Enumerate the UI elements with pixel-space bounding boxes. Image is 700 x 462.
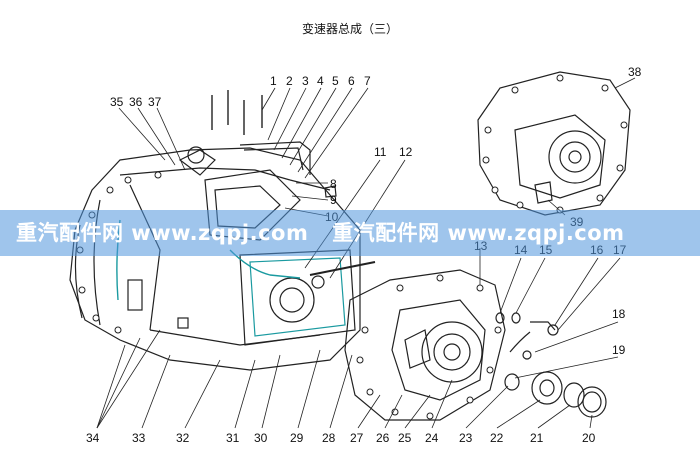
watermark-text: 重汽配件网 www.zqpj.com 重汽配件网 www.zqpj.com — [0, 212, 700, 254]
watermark-segment: 重汽配件网 www.zqpj.com — [332, 221, 625, 245]
rear-cover-lower — [344, 269, 506, 421]
small-parts — [495, 312, 607, 418]
callout-29: 29 — [290, 431, 304, 445]
callout-1: 1 — [270, 74, 277, 88]
upper-cover-bolts — [482, 74, 628, 214]
callout-9: 9 — [330, 193, 337, 207]
callout-18: 18 — [612, 307, 626, 321]
callout-20: 20 — [582, 431, 596, 445]
callout-8: 8 — [330, 177, 337, 191]
callout-26: 26 — [376, 431, 390, 445]
callout-28: 28 — [322, 431, 336, 445]
callout-12: 12 — [399, 145, 413, 159]
callout-38: 38 — [628, 65, 642, 79]
callout-35: 35 — [110, 95, 124, 109]
callout-33: 33 — [132, 431, 146, 445]
callout-32: 32 — [176, 431, 190, 445]
callout-37: 37 — [148, 95, 162, 109]
callout-25: 25 — [398, 431, 412, 445]
callout-22: 22 — [490, 431, 504, 445]
shift-rod — [309, 261, 376, 276]
callout-34: 34 — [86, 431, 100, 445]
callout-27: 27 — [350, 431, 364, 445]
callout-23: 23 — [459, 431, 473, 445]
top-studs — [211, 90, 263, 135]
watermark-segment: 重汽配件网 www.zqpj.com — [16, 221, 309, 245]
transmission-housing — [69, 141, 361, 371]
callout-4: 4 — [317, 74, 324, 88]
callout-3: 3 — [302, 74, 309, 88]
lower-cover-bolts — [356, 274, 502, 420]
callout-19: 19 — [612, 343, 626, 357]
watermark-band — [0, 210, 700, 256]
callout-31: 31 — [226, 431, 240, 445]
callout-7: 7 — [364, 74, 371, 88]
diagram-title: 变速器总成（三） — [301, 22, 398, 36]
rear-cover-upper — [477, 71, 631, 216]
callout-24: 24 — [425, 431, 439, 445]
callout-2: 2 — [286, 74, 293, 88]
callout-36: 36 — [129, 95, 143, 109]
callout-5: 5 — [332, 74, 339, 88]
callout-21: 21 — [530, 431, 544, 445]
callout-6: 6 — [348, 74, 355, 88]
callout-11: 11 — [374, 145, 387, 159]
callout-30: 30 — [254, 431, 268, 445]
